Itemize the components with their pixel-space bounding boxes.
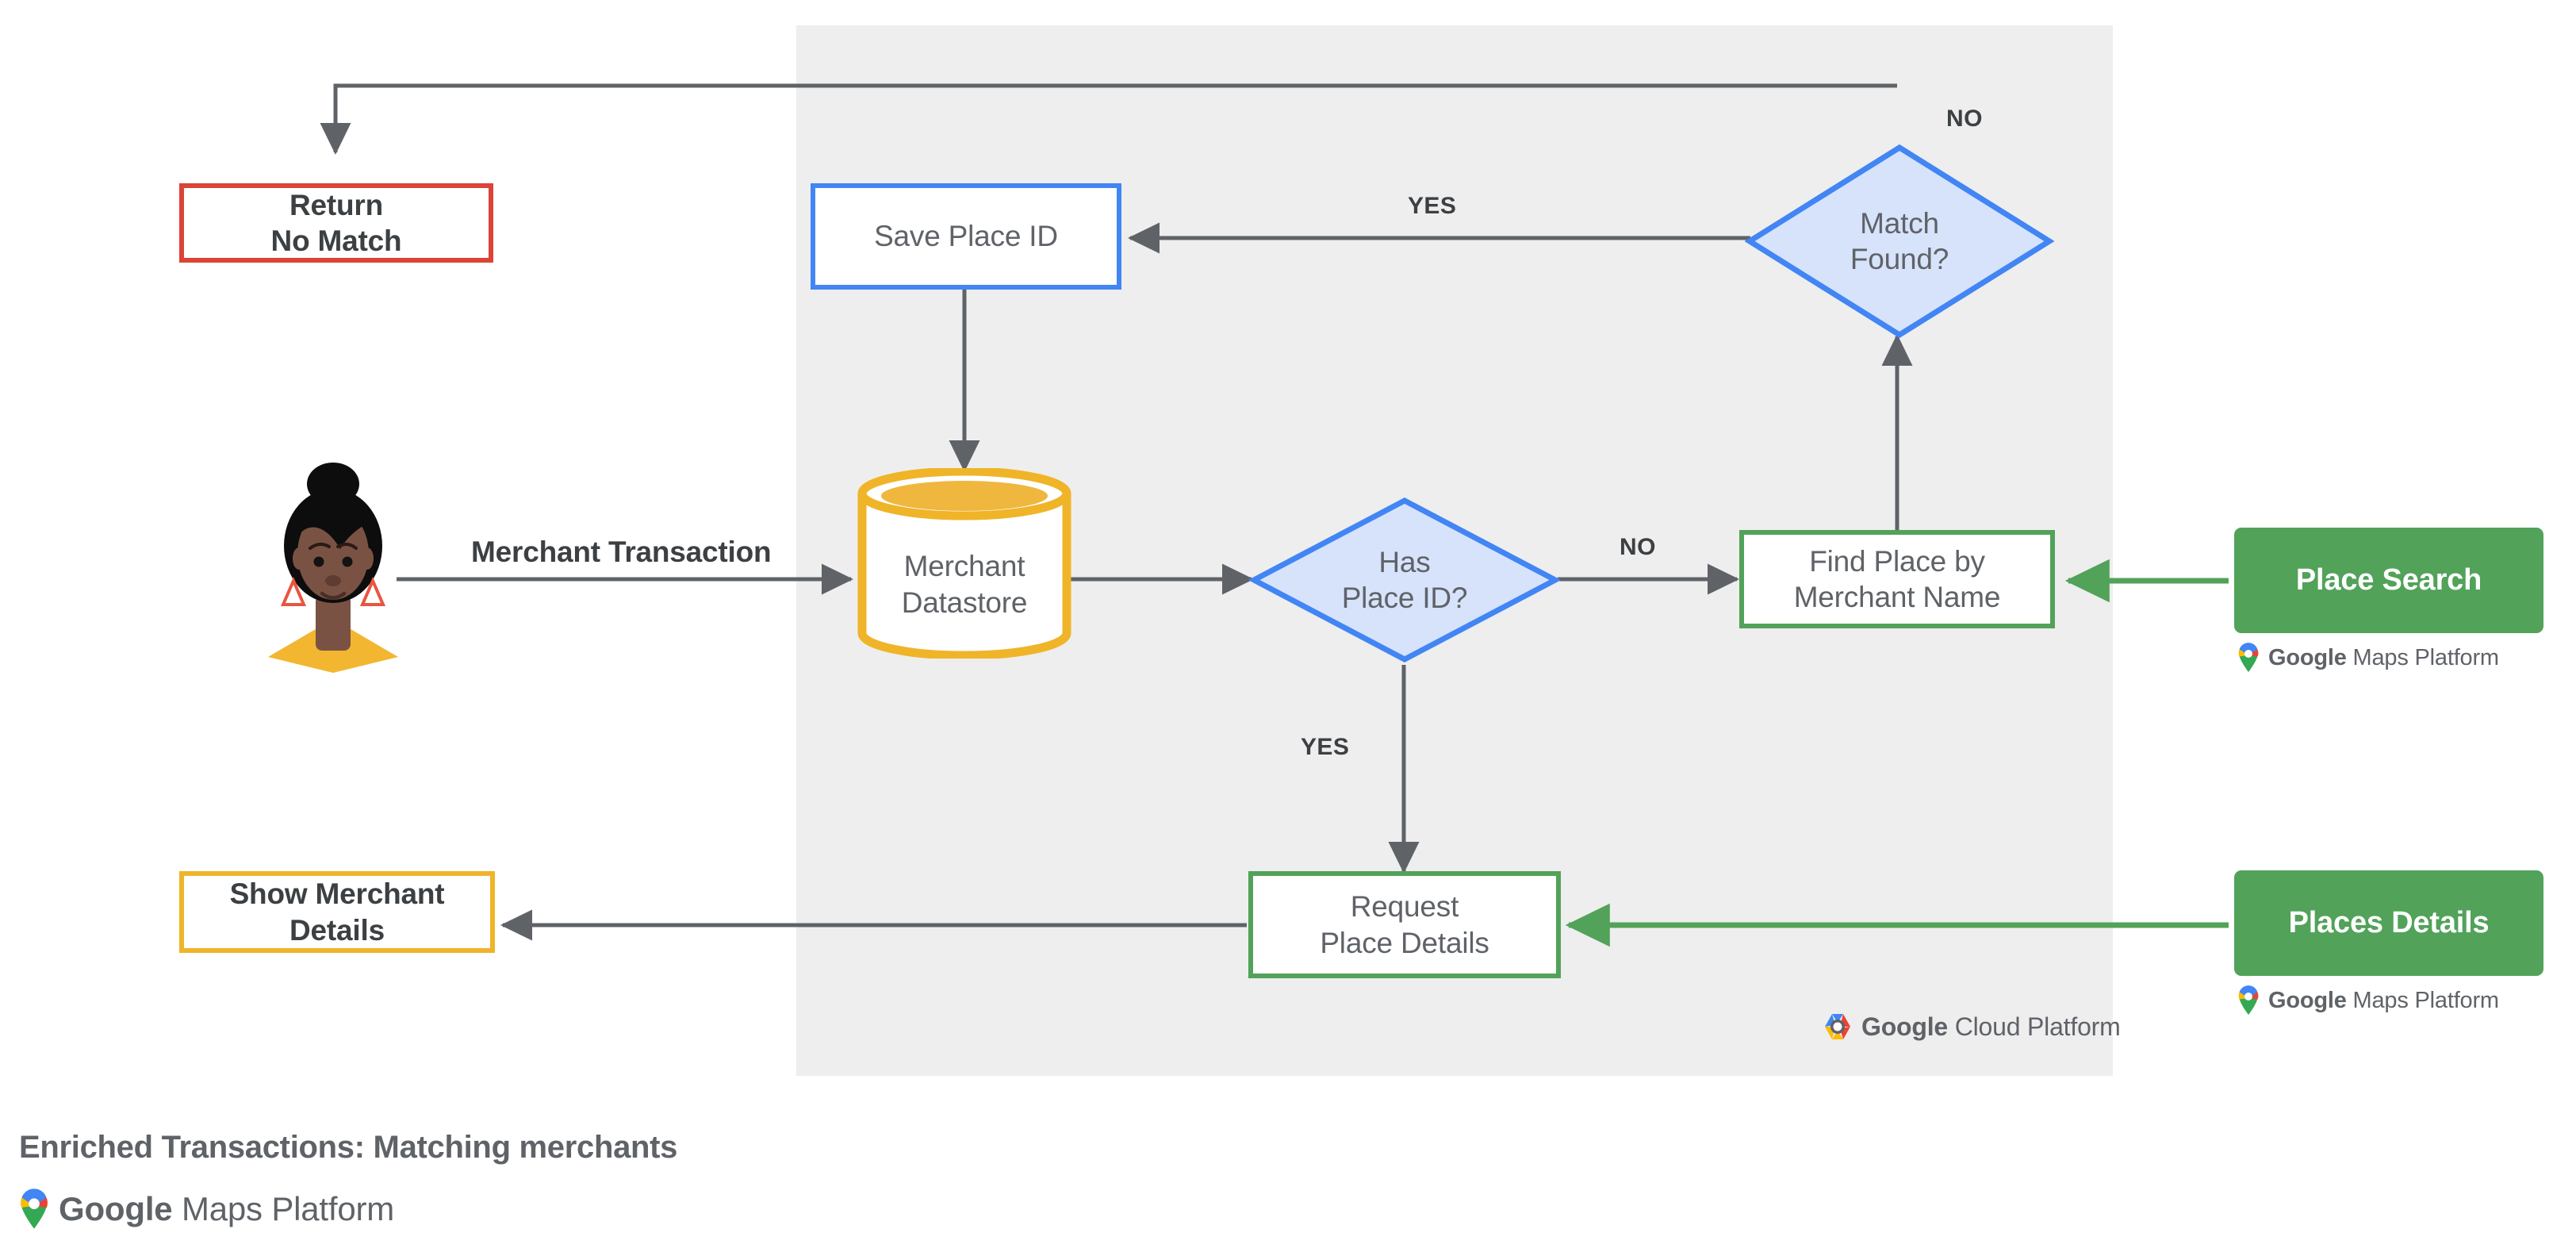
google-word: Google <box>1861 1012 1949 1041</box>
lockup-google-cloud-platform: Google Cloud Platform <box>1822 1012 2121 1042</box>
page-title: Enriched Transactions: Matching merchant… <box>19 1130 678 1165</box>
node-places-details[interactable]: Places Details <box>2234 870 2543 976</box>
node-return-no-match-label: Return No Match <box>270 188 402 257</box>
node-find-place-by-merchant-name-label: Find Place by Merchant Name <box>1793 544 2001 613</box>
google-word: Google <box>59 1190 173 1227</box>
lockup-maps-platform-footer: Google Maps Platform <box>17 1189 394 1230</box>
node-save-place-id[interactable]: Save Place ID <box>811 183 1121 290</box>
diamond-shape-has-place-id <box>1249 497 1560 662</box>
avatar-brow-left <box>309 543 331 550</box>
node-match-found[interactable]: Match Found? <box>1745 143 2054 340</box>
google-word: Google <box>2268 644 2347 670</box>
node-request-place-details[interactable]: Request Place Details <box>1248 871 1561 978</box>
avatar-mouth <box>320 591 347 600</box>
maps-platform-wordmark: Google Maps Platform <box>2268 988 2499 1014</box>
node-find-place-by-merchant-name[interactable]: Find Place by Merchant Name <box>1739 530 2055 628</box>
node-show-merchant-details[interactable]: Show Merchant Details <box>179 871 495 953</box>
edge-label-yes-match-found: YES <box>1408 193 1457 219</box>
avatar-earring-right <box>359 576 386 606</box>
node-match-found-label: Match Found? <box>1850 206 1949 275</box>
node-show-merchant-details-label: Show Merchant Details <box>229 878 445 947</box>
edge-label-yes-has-place-id: YES <box>1301 734 1350 760</box>
lockup-maps-platform-places-details: Google Maps Platform <box>2237 985 2499 1016</box>
maps-platform-wordmark: Google Maps Platform <box>2268 645 2499 671</box>
google-maps-pin-icon <box>21 1189 48 1229</box>
diamond-shape-match-found <box>1745 144 2054 339</box>
edge-label-no-match-found: NO <box>1946 106 1983 132</box>
node-request-place-details-label: Request Place Details <box>1320 890 1489 959</box>
google-cloud-hexagon-icon <box>1825 1014 1850 1039</box>
node-save-place-id-label: Save Place ID <box>874 220 1058 253</box>
google-maps-pin-icon <box>2238 985 2259 1015</box>
avatar-illustration <box>268 463 398 673</box>
maps-platform-word: Maps Platform <box>2352 987 2500 1013</box>
node-has-place-id[interactable]: Has Place ID? <box>1249 496 1560 664</box>
node-merchant-datastore[interactable]: Merchant Datastore <box>857 468 1072 659</box>
avatar-ear-left <box>293 547 305 570</box>
node-place-search[interactable]: Place Search <box>2234 528 2543 633</box>
maps-platform-word: Maps Platform <box>181 1190 395 1227</box>
avatar-eye-left <box>313 556 324 567</box>
avatar-earring-left <box>280 576 307 606</box>
avatar-ear-right <box>361 547 374 570</box>
lockup-maps-platform-place-search: Google Maps Platform <box>2237 643 2499 673</box>
node-return-no-match[interactable]: Return No Match <box>179 183 493 263</box>
avatar-neck <box>316 595 351 651</box>
google-cloud-platform-wordmark: Google Cloud Platform <box>1861 1012 2121 1042</box>
avatar-brow-right <box>336 543 358 550</box>
avatar-nose <box>325 575 341 586</box>
maps-platform-word: Maps Platform <box>2352 644 2500 670</box>
node-has-place-id-label: Has Place ID? <box>1341 545 1468 614</box>
cloud-platform-word: Cloud Platform <box>1954 1012 2121 1041</box>
cylinder-shape-merchant-datastore <box>857 468 1071 659</box>
edge-label-merchant-transaction: Merchant Transaction <box>471 536 772 568</box>
maps-platform-wordmark: Google Maps Platform <box>59 1190 394 1228</box>
google-word: Google <box>2268 987 2347 1013</box>
edge-label-no-has-place-id: NO <box>1620 534 1656 560</box>
google-maps-pin-icon <box>2238 643 2259 672</box>
node-merchant-datastore-label: Merchant Datastore <box>901 549 1028 619</box>
actor-avatar <box>262 460 404 674</box>
avatar-eye-right <box>342 556 353 567</box>
avatar-fringe <box>297 503 369 549</box>
node-places-details-label: Places Details <box>2288 906 2490 939</box>
node-place-search-label: Place Search <box>2295 563 2482 597</box>
